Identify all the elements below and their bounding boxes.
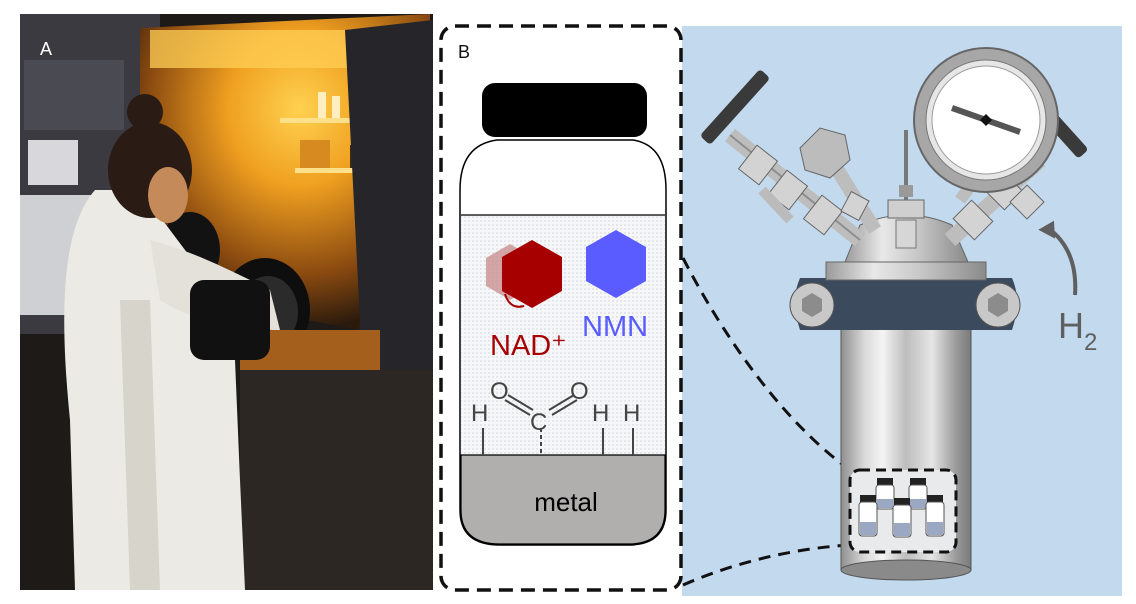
atom-h-right: H <box>623 400 640 427</box>
atom-o-right: O <box>570 378 589 405</box>
atom-h-mid: H <box>592 400 609 427</box>
zoom-line-lower <box>682 543 851 587</box>
vial-cap <box>482 83 647 137</box>
panel-b-label: B <box>458 42 470 62</box>
h2-label: H2 <box>1058 305 1097 356</box>
vial-tray <box>858 478 945 538</box>
left-valve <box>701 70 866 247</box>
atom-o-left: O <box>490 378 509 405</box>
nad-label: NAD⁺ <box>490 330 567 362</box>
filter-fitting <box>799 127 881 234</box>
panel-a-photo <box>20 14 433 590</box>
atom-c: C <box>530 409 547 436</box>
nad-hexagon <box>502 240 562 308</box>
nmn-hexagon <box>586 230 646 298</box>
nmn-label: NMN <box>582 311 648 343</box>
pressure-gauge <box>913 47 1059 204</box>
atom-h-left: H <box>471 400 488 427</box>
adsorbed-species <box>482 394 634 455</box>
metal-surface <box>460 454 666 545</box>
metal-label: metal <box>534 487 598 517</box>
panel-a-label: A <box>40 39 52 59</box>
